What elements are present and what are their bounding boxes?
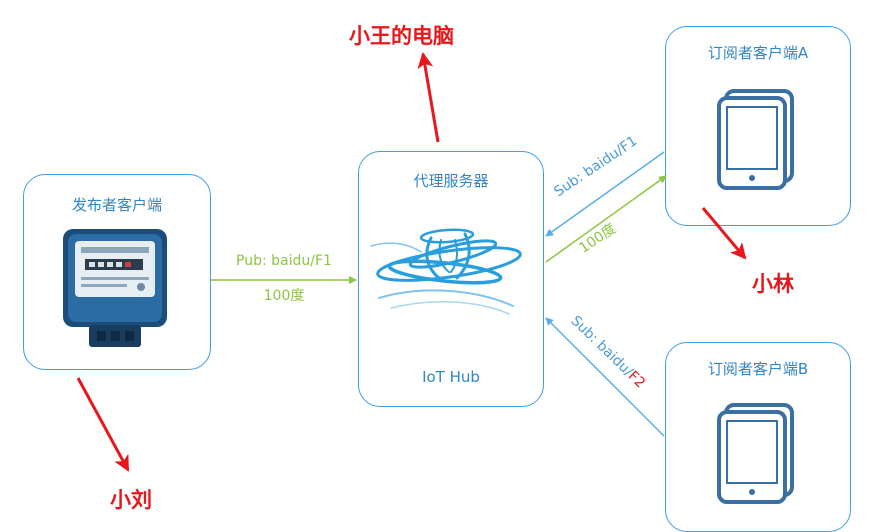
publisher-node: 发布者客户端 [23,174,211,370]
subscribe-a-topic-label: Sub: baidu/F1 [551,133,640,200]
broker-subtitle: IoT Hub [422,368,480,386]
publisher-owner-arrow [76,377,130,472]
broker-owner-label: 小王的电脑 [349,24,454,48]
publisher-owner-label: 小刘 [110,488,152,512]
broker-title: 代理服务器 [413,172,489,190]
subscriber-a-owner-arrow [701,207,747,260]
deliver-a-payload-label: 100度 [576,221,619,257]
subscriber-a-node: 订阅者客户端A [665,26,851,226]
tablet-icon [717,89,794,190]
diagram-connections: Pub: baidu/F1 100度 Sub: baidu/F1 100度 Su… [76,52,747,472]
subscribe-b-arrow [545,317,665,437]
hub-swirl-icon [370,228,522,315]
broker-owner-arrow [417,52,440,143]
subscriber-a-owner-label: 小林 [752,272,794,296]
subscriber-b-title: 订阅者客户端B [707,360,809,378]
subscriber-a-title: 订阅者客户端A [707,44,809,62]
publisher-title: 发布者客户端 [71,196,162,214]
electric-meter-icon [63,229,167,347]
publish-payload-label: 100度 [264,288,305,304]
subscribe-b-topic-prefix: Sub: baidu/ [567,313,636,380]
subscribe-a-arrow [545,151,665,237]
deliver-a-arrow [545,175,667,263]
publish-topic-label: Pub: baidu/F1 [236,253,332,269]
broker-node: 代理服务器 IoT Hub [358,151,544,407]
